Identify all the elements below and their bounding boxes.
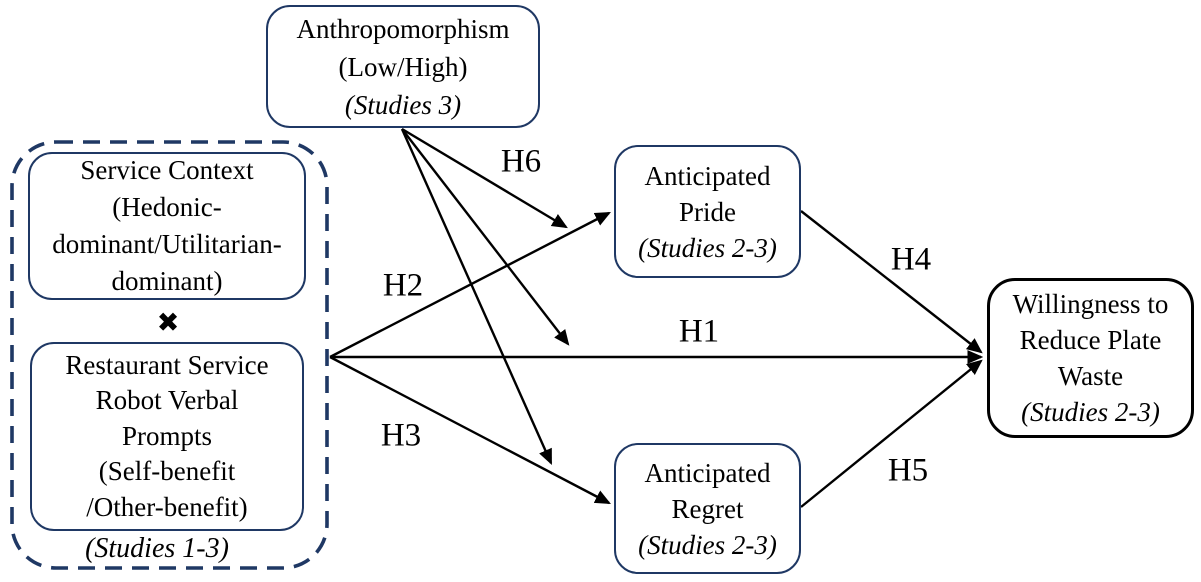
interaction-times-symbol: ✖ (156, 307, 180, 339)
h1-label: H1 (678, 313, 720, 350)
h6-label: H6 (500, 143, 542, 180)
h5-path (800, 359, 983, 508)
moderator-group-dashed-border (10, 140, 329, 570)
box-text-line: /Other-benefit) (86, 491, 248, 522)
studies-note: (Studies 2-3) (638, 529, 777, 560)
studies-note: (Studies 2-3) (638, 232, 777, 263)
studies-note: (Studies 2-3) (1021, 397, 1160, 427)
box-text-line: Anthropomorphism (296, 13, 510, 44)
box-text-line: (Low/High) (338, 51, 468, 82)
box-text-line: Reduce Plate (1019, 325, 1162, 355)
box-text-line: (Self-benefit (98, 456, 236, 487)
studies-note: (Studies 3) (344, 89, 462, 120)
h2-path (329, 211, 611, 359)
box-text-line: dominant) (111, 266, 223, 296)
h4-path (800, 210, 983, 354)
box-text-line: Service Context (80, 155, 254, 185)
robot-verbal-prompts-box: Restaurant Service Robot Verbal Prompts … (30, 342, 304, 531)
anticipated-pride-box: Anticipated Pride (Studies 2-3) (614, 145, 801, 278)
box-text-line: Regret (671, 493, 744, 524)
box-text-line: Robot Verbal (95, 385, 239, 416)
h3-path (329, 355, 611, 505)
box-text-line: Pride (679, 196, 736, 227)
willingness-to-reduce-plate-waste-box: Willingness to Reduce Plate Waste (Studi… (987, 278, 1194, 438)
box-text-line: (Hedonic- (112, 192, 222, 222)
moderator-group-studies-note: (Studies 1-3) (85, 533, 229, 564)
h6-moderation-path-to-h1 (401, 128, 570, 346)
h4-label: H4 (890, 241, 932, 278)
anthropomorphism-box: Anthropomorphism (Low/High) (Studies 3) (266, 5, 540, 128)
anticipated-regret-box: Anticipated Regret (Studies 2-3) (614, 443, 801, 574)
box-text-line: Restaurant Service (65, 349, 269, 380)
h6-moderation-path-to-h3 (400, 128, 553, 466)
h3-label: H3 (380, 417, 422, 454)
h6-moderation-path-to-h2 (401, 127, 568, 229)
box-text-line: Anticipated (644, 160, 771, 191)
service-context-box: Service Context (Hedonic- dominant/Utili… (28, 152, 306, 300)
box-text-line: Willingness to (1012, 289, 1169, 319)
box-text-line: dominant/Utilitarian- (52, 229, 282, 259)
box-text-line: Anticipated (644, 457, 771, 488)
box-text-line: Waste (1057, 361, 1124, 391)
h5-label: H5 (887, 452, 929, 489)
h2-label: H2 (382, 267, 424, 304)
box-text-line: Prompts (121, 420, 213, 451)
